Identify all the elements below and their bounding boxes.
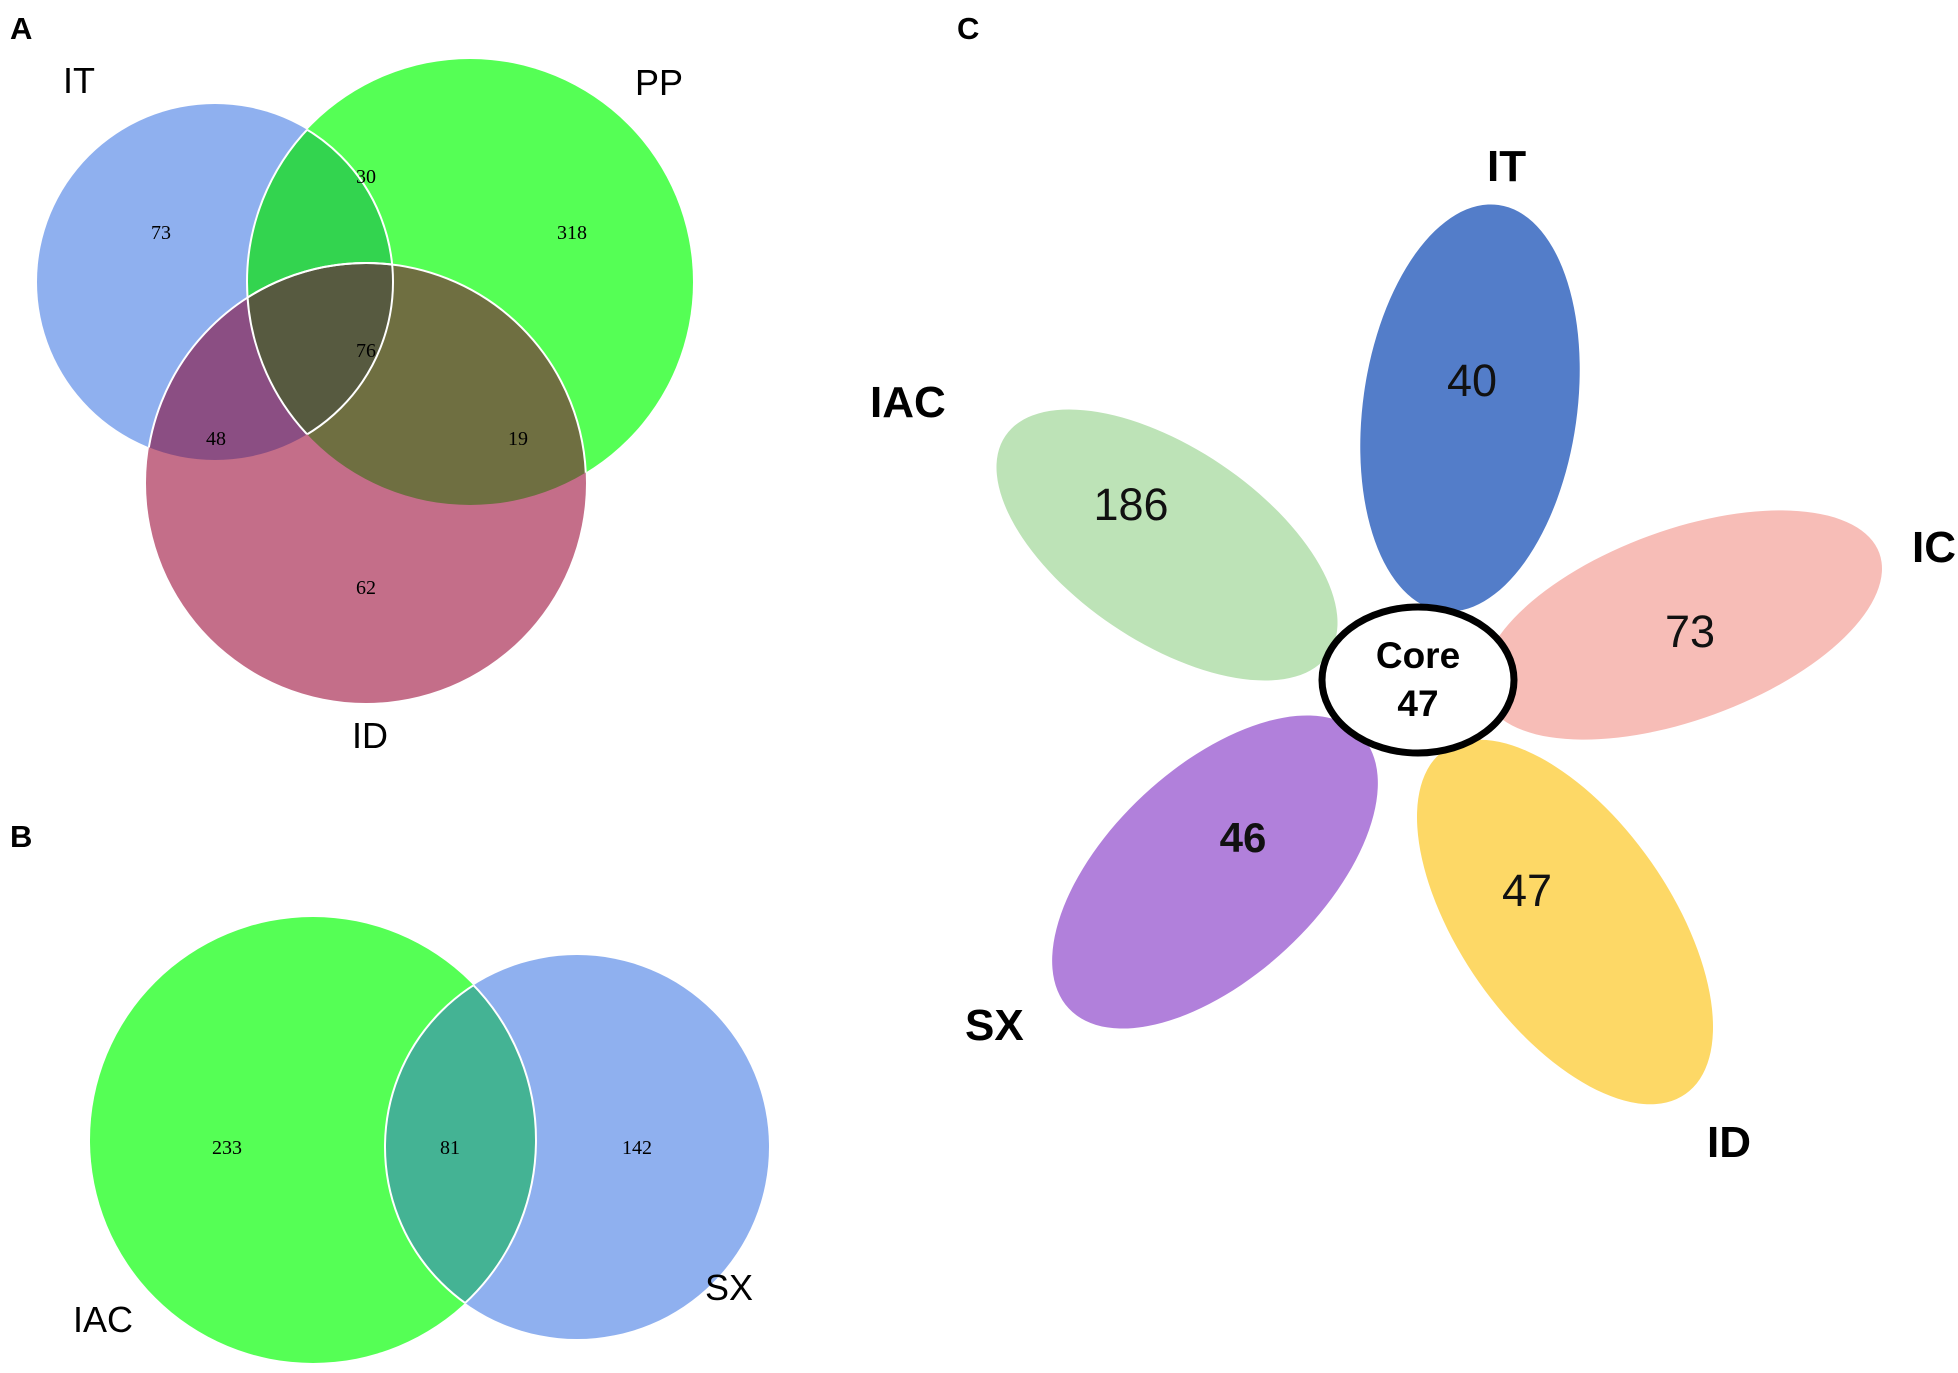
venn-a-count-it-id: 48 (206, 428, 226, 450)
venn-b-border-sx (384, 954, 536, 1340)
panel-a: A IT PP ID 73 318 62 (10, 11, 693, 756)
venn-a-label-it: IT (63, 60, 95, 101)
petal-id (1416, 739, 1714, 1105)
petal-it-value: 40 (1447, 355, 1497, 406)
venn-b-count-overlap: 81 (440, 1137, 460, 1159)
petal-iac-label: IAC (870, 378, 946, 427)
petal-it (1360, 204, 1580, 612)
petal-ic (1482, 510, 1882, 740)
petal-id-label: ID (1707, 1118, 1751, 1167)
petal-sx-label: SX (965, 1001, 1024, 1050)
venn-a-count-it-pp: 30 (356, 166, 376, 188)
venn-a-count-all: 76 (356, 340, 376, 362)
panel-a-letter: A (10, 11, 32, 46)
panel-c: C Core 47 40 73 47 46 186 IT IC ID SX IA… (870, 11, 1956, 1167)
venn-b-count-sx-only: 142 (622, 1137, 652, 1159)
venn-b-border-iac (385, 955, 537, 1339)
petal-ic-value: 73 (1665, 606, 1715, 657)
petal-ic-label: IC (1912, 523, 1956, 572)
venn-a-label-id: ID (352, 715, 388, 756)
venn-a-count-it-only: 73 (151, 222, 171, 244)
panel-c-letter: C (957, 11, 979, 46)
venn-a-count-pp-id: 19 (508, 428, 528, 450)
venn-b-region-overlap (385, 955, 536, 1339)
venn-a-border-it (247, 103, 394, 461)
petal-iac-value: 186 (1093, 479, 1168, 530)
venn-b-count-iac-only: 233 (212, 1137, 242, 1159)
petal-sx (1052, 715, 1378, 1029)
petal-sx-value: 46 (1220, 814, 1267, 861)
petal-id-value: 47 (1502, 865, 1552, 916)
venn-b-label-sx: SX (705, 1267, 753, 1308)
venn-a-region-it-id (146, 263, 393, 460)
venn-a-count-id-only: 62 (356, 577, 376, 599)
core-circle (1318, 603, 1518, 757)
venn-a-label-pp: PP (635, 62, 683, 103)
petal-it-label: IT (1487, 142, 1526, 191)
core-label: Core (1376, 635, 1460, 676)
petal-iac (996, 409, 1338, 681)
panel-b-letter: B (10, 819, 32, 854)
core-value: 47 (1397, 683, 1438, 724)
venn-b-label-iac: IAC (73, 1299, 133, 1340)
venn-a-border-pp (246, 104, 393, 460)
venn-a-count-pp-only: 318 (557, 222, 587, 244)
panel-b: B IAC SX 233 81 142 (10, 819, 769, 1363)
